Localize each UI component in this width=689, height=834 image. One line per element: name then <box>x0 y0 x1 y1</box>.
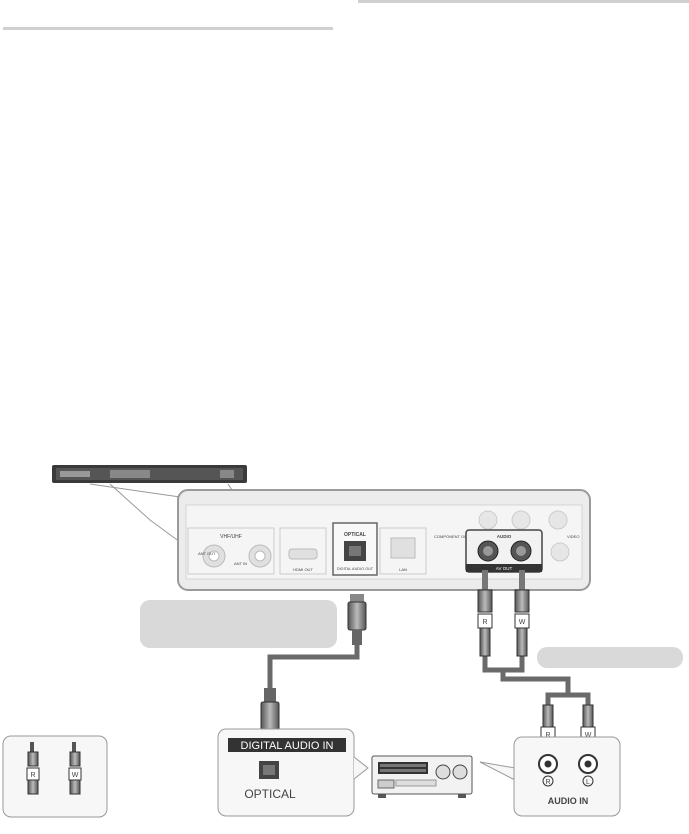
audio-label: AUDIO <box>497 534 512 539</box>
top-left-rule <box>3 27 333 30</box>
left-channel-label: L <box>586 779 590 786</box>
audio-in-callout: R L AUDIO IN <box>513 736 621 817</box>
audio-in-label: AUDIO IN <box>548 796 589 806</box>
right-channel-label: R <box>545 779 550 786</box>
video-label: VIDEO <box>567 534 579 539</box>
optical-plug-top <box>347 594 367 645</box>
rca-red-letter: R <box>545 732 550 739</box>
top-right-rule <box>358 0 689 3</box>
rca-white-letter: W <box>519 619 526 626</box>
ant-out-label: ANT OUT <box>198 551 216 556</box>
rear-panel: VHF/UHF ANT OUT ANT IN HDMI OUT OPTICAL … <box>177 489 591 591</box>
rca-plug-red-top: R <box>477 570 493 657</box>
callout-pointer <box>479 761 516 781</box>
rca-plug-white-top: W <box>514 570 530 657</box>
av-out-label: AV OUT <box>496 566 513 571</box>
av-receiver <box>371 755 473 798</box>
hdmi-out-label: HDMI OUT <box>293 567 313 572</box>
rca-red-letter: R <box>482 619 487 626</box>
zoom-line <box>109 483 181 543</box>
optical-input-label: OPTICAL <box>244 787 296 801</box>
digital-audio-in-title: DIGITAL AUDIO IN <box>241 740 334 752</box>
rca-white-letter: W <box>72 772 79 779</box>
rca-white-letter: W <box>585 732 592 739</box>
callout-pointer <box>353 756 369 780</box>
lan-label: LAN <box>399 567 407 572</box>
zoom-line <box>89 483 181 498</box>
optical-plug-bottom <box>260 688 280 738</box>
optical-port-label: OPTICAL <box>344 532 366 538</box>
optical-cable-caption-box <box>140 600 337 648</box>
rca-red-letter: R <box>30 772 35 779</box>
player-front-view <box>52 465 247 483</box>
audio-cable-caption-box <box>537 647 683 668</box>
rca-cable-legend: R W <box>2 735 108 818</box>
ant-in-label: ANT IN <box>234 561 247 566</box>
optical-cable <box>267 645 360 690</box>
vhf-uhf-label: VHF/UHF <box>220 534 242 540</box>
audio-cable <box>482 655 591 708</box>
digital-audio-out-label: DIGITAL AUDIO OUT <box>337 567 374 571</box>
component-out-label: COMPONENT OUT <box>434 534 470 539</box>
digital-audio-in-callout: DIGITAL AUDIO IN OPTICAL <box>217 728 355 817</box>
